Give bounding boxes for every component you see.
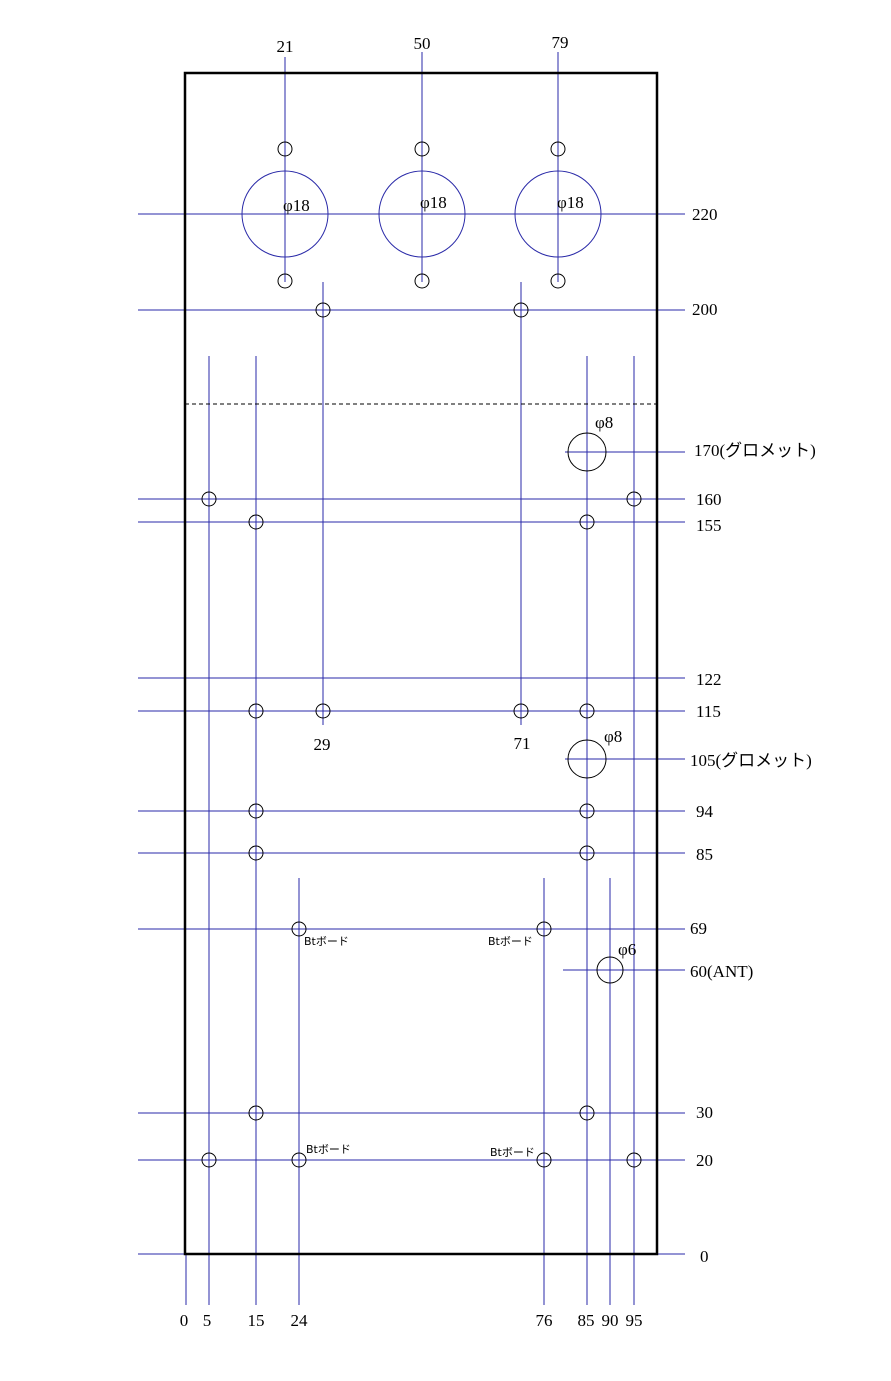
small-hole <box>248 703 264 719</box>
inner-labels: 29 71 <box>314 734 531 754</box>
y-label: 105(グロメット) <box>690 751 812 770</box>
y-label: 20 <box>696 1151 713 1170</box>
small-hole <box>626 491 642 507</box>
small-hole <box>414 141 430 157</box>
large-hole-21 <box>241 170 329 258</box>
top-labels: 21 50 79 <box>277 33 569 56</box>
small-holes <box>201 141 642 1168</box>
small-hole <box>277 141 293 157</box>
grommet-hole-105 <box>567 739 607 779</box>
small-hole <box>513 703 529 719</box>
board-label: Btボード <box>306 1143 351 1156</box>
small-hole <box>536 1152 552 1168</box>
small-hole <box>315 703 331 719</box>
y-label: 69 <box>690 919 707 938</box>
horizontal-guides <box>138 213 685 1255</box>
y-label: 200 <box>692 300 718 319</box>
diameter-labels: φ18 φ18 φ18 φ8 φ8 φ6 <box>283 193 636 959</box>
vertical-guides <box>185 52 635 1305</box>
y-label: 220 <box>692 205 718 224</box>
y-label: 94 <box>696 802 714 821</box>
y-labels: 220 200 170(グロメット) 160 155 122 115 105(グ… <box>690 205 816 1266</box>
small-hole <box>550 273 566 289</box>
dia-label: φ8 <box>604 727 622 746</box>
dia-label: φ6 <box>618 940 636 959</box>
large-holes <box>241 170 624 984</box>
y-label: 122 <box>696 670 722 689</box>
small-hole <box>291 921 307 937</box>
small-hole <box>536 921 552 937</box>
y-label: 85 <box>696 845 713 864</box>
x-label: 15 <box>248 1311 265 1330</box>
small-hole <box>414 273 430 289</box>
top-label: 79 <box>552 33 569 52</box>
small-hole <box>277 273 293 289</box>
small-hole <box>201 1152 217 1168</box>
dia-label: φ18 <box>283 196 310 215</box>
small-hole <box>248 1105 264 1121</box>
board-labels: Btボード Btボード Btボード Btボード <box>304 935 535 1159</box>
y-label: 160 <box>696 490 722 509</box>
x-label: 76 <box>536 1311 553 1330</box>
small-hole <box>248 514 264 530</box>
y-label: 170(グロメット) <box>694 441 816 460</box>
dia-label: φ18 <box>420 193 447 212</box>
x-label: 95 <box>626 1311 643 1330</box>
top-label: 50 <box>414 34 431 53</box>
y-label: 0 <box>700 1247 709 1266</box>
x-label: 24 <box>291 1311 309 1330</box>
board-label: Btボード <box>488 935 533 948</box>
y-label: 155 <box>696 516 722 535</box>
small-hole <box>579 703 595 719</box>
small-hole <box>248 845 264 861</box>
small-hole <box>248 803 264 819</box>
small-hole <box>315 302 331 318</box>
small-hole <box>201 491 217 507</box>
y-label: 60(ANT) <box>690 962 753 981</box>
top-label: 21 <box>277 37 294 56</box>
small-hole <box>579 514 595 530</box>
x-label: 0 <box>180 1311 189 1330</box>
small-hole <box>291 1152 307 1168</box>
y-label: 30 <box>696 1103 713 1122</box>
small-hole <box>550 141 566 157</box>
panel-outline <box>183 71 659 1256</box>
inner-label: 29 <box>314 735 331 754</box>
grommet-hole-170 <box>567 432 607 472</box>
ant-hole <box>596 956 624 984</box>
small-hole <box>513 302 529 318</box>
board-label: Btボード <box>304 935 349 948</box>
x-label: 5 <box>203 1311 212 1330</box>
x-label: 90 <box>602 1311 619 1330</box>
small-hole <box>626 1152 642 1168</box>
board-label: Btボード <box>490 1146 535 1159</box>
small-hole <box>579 845 595 861</box>
small-hole <box>579 1105 595 1121</box>
small-hole <box>579 803 595 819</box>
dia-label: φ8 <box>595 413 613 432</box>
y-label: 115 <box>696 702 721 721</box>
inner-label: 71 <box>514 734 531 753</box>
x-label: 85 <box>578 1311 595 1330</box>
large-hole-79 <box>514 170 602 258</box>
x-labels: 0 5 15 24 76 85 90 95 <box>180 1311 643 1330</box>
dia-label: φ18 <box>557 193 584 212</box>
large-hole-50 <box>378 170 466 258</box>
